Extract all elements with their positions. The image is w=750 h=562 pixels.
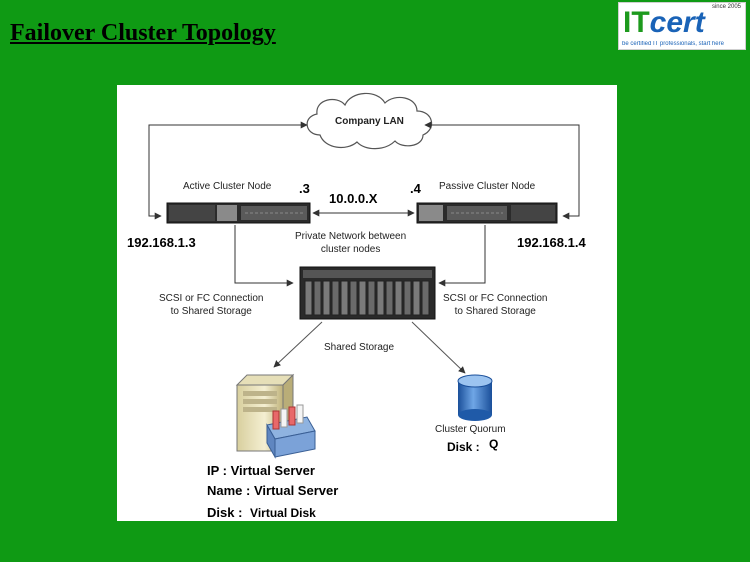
slide-title: Failover Cluster Topology [10,20,276,46]
drive-bay [421,280,430,316]
passive-node-octet: .4 [410,181,421,196]
drive-bay [394,280,403,316]
virtual-name-line: Name : Virtual Server [207,483,339,498]
drive-bay [340,280,349,316]
scsi-left-label: SCSI or FC Connection to Shared Storage [159,293,264,317]
drive-bay [313,280,322,316]
company-lan-label: Company LAN [335,116,404,127]
drive-bay [322,280,331,316]
drive-bay [331,280,340,316]
passive-node-ip: 192.168.1.4 [517,235,586,250]
drive-bay [376,280,385,316]
virtual-ip-line: IP : Virtual Server [207,463,315,478]
storage-links [273,321,466,374]
logo-tagline: be certified IT professionals, start her… [622,41,724,47]
drive-bay [358,280,367,316]
scsi-connections [234,225,486,287]
drive-bay [385,280,394,316]
passive-node-label: Passive Cluster Node [439,181,536,192]
lan-links [148,121,580,220]
virtual-server-icon [235,373,316,459]
active-node-octet: .3 [299,181,310,196]
shared-storage-array [299,266,436,320]
passive-node-server [416,202,558,224]
itcert-logo: since 2005 ITcert be certified IT profes… [618,2,746,50]
company-lan-cloud [306,92,433,150]
heartbeat-network-label: 10.0.0.X [329,191,378,206]
active-node-label: Active Cluster Node [183,181,272,192]
diagram-canvas [148,92,580,459]
shared-storage-label: Shared Storage [324,342,395,353]
drive-bay [349,280,358,316]
quorum-disk-icon [457,374,493,421]
drive-bay [412,280,421,316]
active-node-server [166,202,311,224]
quorum-label: Cluster Quorum [435,424,506,435]
virtual-disk-line: Disk : Virtual Disk [207,505,316,520]
active-node-ip: 192.168.1.3 [127,235,196,250]
drive-bay [304,280,313,316]
private-network-label: Private Network between cluster nodes [295,231,407,255]
logo-brand: ITcert [623,6,705,39]
diagram-panel: Company LAN Active Cluster Node .3 10.0.… [117,85,617,521]
drive-bay [403,280,412,316]
drive-bay [367,280,376,316]
scsi-right-label: SCSI or FC Connection to Shared Storage [443,293,548,317]
logo-since: since 2005 [711,4,741,10]
quorum-disk-line: Disk : Q [447,437,499,454]
